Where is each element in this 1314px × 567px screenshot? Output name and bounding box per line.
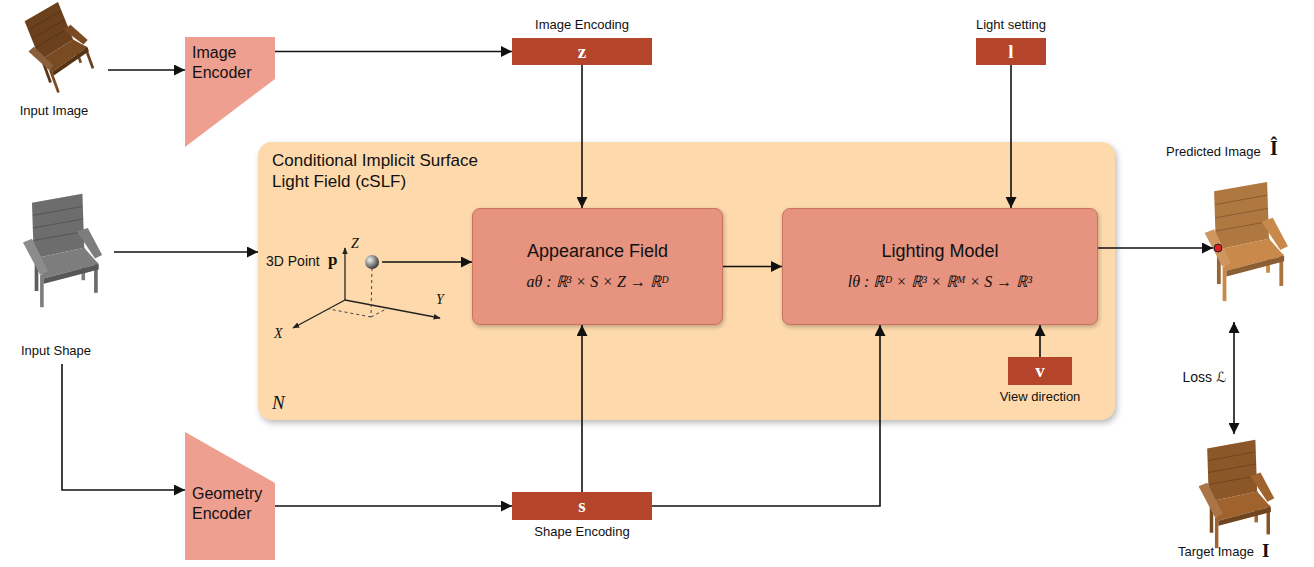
box-formula: lθ : ℝᴰ × ℝ³ × ℝᴹ × S → ℝ³ xyxy=(848,270,1032,292)
light-vector: Light settingl xyxy=(976,38,1046,65)
vector-symbol: v xyxy=(1008,357,1072,385)
edge-label: Loss ℒ xyxy=(1182,369,1226,385)
target-chair xyxy=(1199,440,1275,548)
input-shape: Input Shape xyxy=(4,163,108,360)
trapezoid xyxy=(185,432,275,560)
process-box: Appearance Field aθ : ℝ³ × S × Z → ℝᴰ xyxy=(472,208,723,325)
panel-symbol: N xyxy=(272,392,285,414)
axis-caption: 3D Point xyxy=(266,253,320,269)
axis-name: Z xyxy=(351,236,359,252)
connector-arrow xyxy=(275,51,512,53)
block-label: Image Encoder xyxy=(192,43,270,83)
connector-arrow xyxy=(275,505,512,507)
predicted-chair xyxy=(1205,182,1288,301)
input-image-chair xyxy=(16,0,101,97)
point-symbol: p xyxy=(328,250,337,270)
panel-title: Conditional Implicit Surface Light Field… xyxy=(272,150,487,192)
vector-symbol: z xyxy=(512,38,652,65)
vector-caption: Light setting xyxy=(976,17,1046,32)
encoder-block: Image Encoder xyxy=(185,37,275,147)
connector-arrow xyxy=(108,69,185,71)
encoder-block: Geometry Encoder xyxy=(185,432,275,560)
image-symbol: I xyxy=(1262,540,1269,562)
box-title: Appearance Field xyxy=(527,241,668,262)
image-caption: Target Image xyxy=(1178,544,1254,559)
block-label: Geometry Encoder xyxy=(192,484,272,524)
box-formula: aθ : ℝ³ × S × Z → ℝᴰ xyxy=(526,270,668,292)
image-caption: Input Image xyxy=(4,103,104,118)
image-caption: Input Shape xyxy=(4,343,108,358)
vector-caption: Shape Encoding xyxy=(534,524,629,539)
cslf-panel: Appearance Field aθ : ℝ³ × S × Z → ℝᴰ Ligh… xyxy=(258,142,1115,420)
predicted-image: Predicted Image Î xyxy=(1160,140,1310,318)
target-image: Target Image I xyxy=(1160,432,1310,562)
box-title: Lighting Model xyxy=(881,241,998,262)
sample-dot xyxy=(1214,244,1222,252)
vector-symbol: l xyxy=(976,38,1046,65)
vector-caption: Image Encoding xyxy=(535,17,629,32)
input-image: Input Image xyxy=(4,2,104,120)
image-symbol: Î xyxy=(1270,137,1278,160)
input-shape-chair xyxy=(23,194,102,307)
connector-arrow xyxy=(1233,322,1235,434)
connector-arrow xyxy=(62,364,185,490)
process-box: Lighting Model lθ : ℝᴰ × ℝ³ × ℝᴹ × S → ℝ³ xyxy=(782,208,1098,325)
connector-arrow xyxy=(114,251,258,253)
vector-symbol: s xyxy=(512,492,652,520)
trapezoid xyxy=(185,37,275,147)
view-vector: vView direction xyxy=(1008,357,1072,385)
encoding-vector: Image Encodingz xyxy=(512,38,652,65)
connector-arrow xyxy=(1098,247,1213,249)
encoding-vector: sShape Encoding xyxy=(512,492,652,520)
axis-name: Y xyxy=(436,292,444,308)
vector-caption: View direction xyxy=(1000,389,1081,404)
axis-name: X xyxy=(274,326,283,342)
image-caption: Predicted Image xyxy=(1166,144,1261,159)
